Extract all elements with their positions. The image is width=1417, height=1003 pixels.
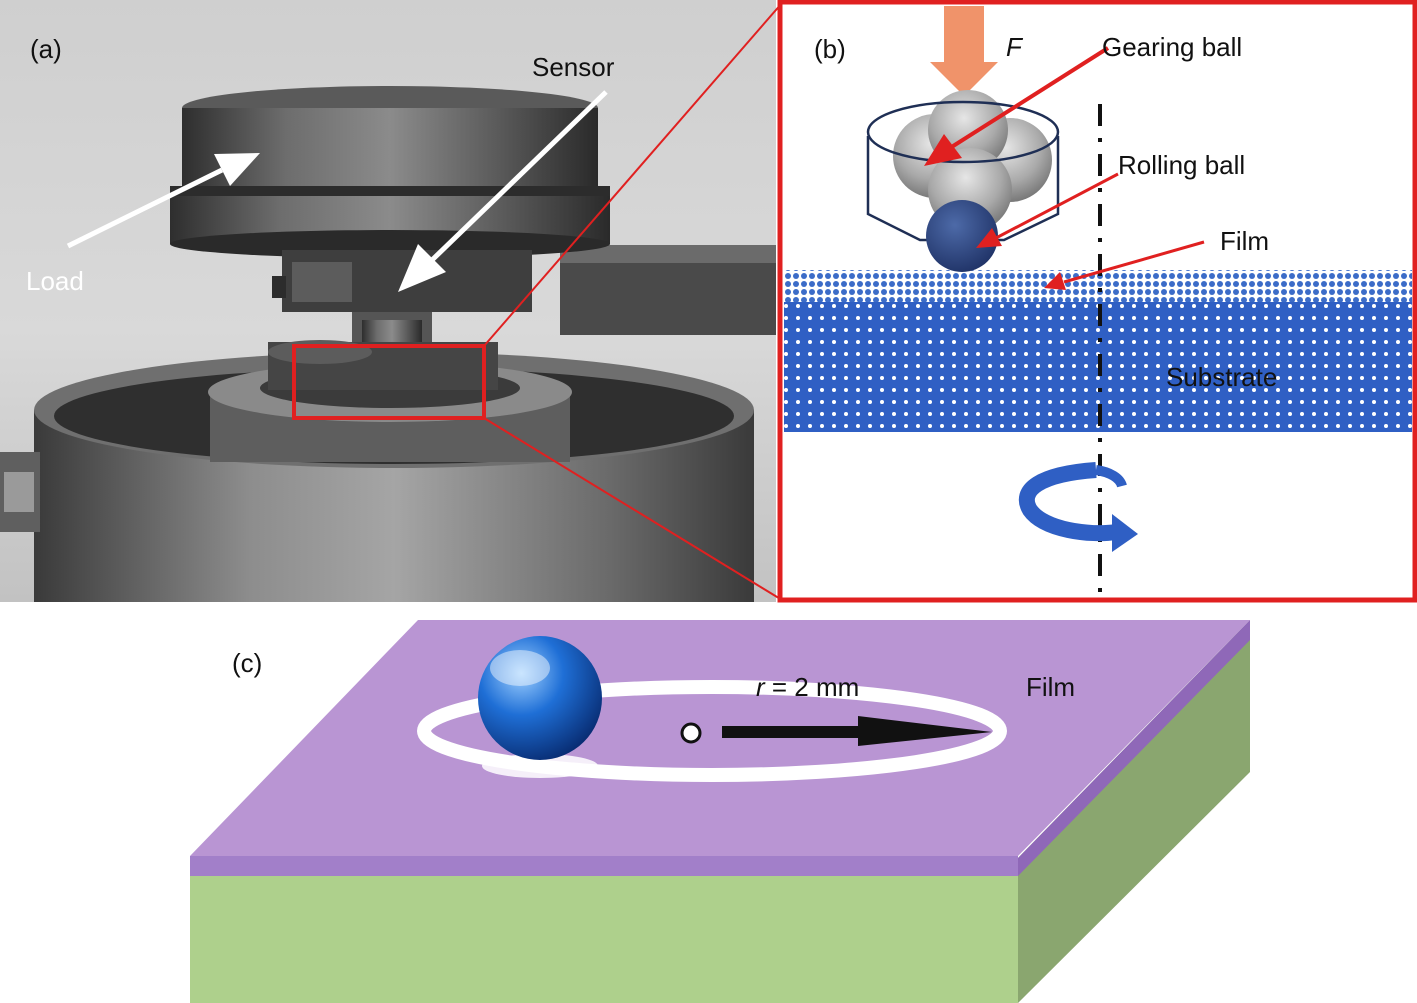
radius-symbol: r [756,672,766,702]
film-label-b: Film [1220,226,1269,256]
sensor-arrow [398,90,608,292]
rotation-arrow [1018,462,1138,552]
rolling-ball-arrow [976,172,1119,248]
substrate-label: Substrate [1166,362,1277,392]
panel-a-label: (a) [30,34,62,64]
slab-side-purple [1018,620,1250,876]
substrate-front [190,876,1018,1003]
panel-b-label: (b) [814,34,846,64]
load-arrow [66,153,260,249]
radius-arrow [722,716,992,746]
load-weight [170,86,610,258]
panel-c: (c) r = 2 mm Film [190,620,1250,1003]
rolling-ball [926,200,998,272]
film-arrow [1044,240,1205,290]
film-front [190,856,1018,876]
gearing-ball-label: Gearing ball [1102,32,1242,62]
gearing-ball-arrow [924,46,1110,166]
panel-c-label: (c) [232,648,262,678]
force-label: F [1006,32,1024,62]
load-label: Load [26,266,84,296]
panel-b: (b) F Gearing ball Rolling ball Film Sub… [777,0,1417,603]
track-center-point [680,722,702,744]
wear-track [417,680,1007,782]
force-arrow [930,6,998,96]
sensor-label: Sensor [532,52,615,82]
zoom-line-bottom [483,417,783,601]
rotating-base [0,340,754,602]
highlight-box [292,344,486,420]
radius-value: = 2 mm [765,672,860,702]
zoom-line-top [483,2,783,347]
film-label-c: Film [1026,672,1075,702]
slab-side-green [1018,620,1250,1003]
radius-label: r = 2 mm [756,672,859,702]
rolling-ball-label: Rolling ball [1118,150,1245,180]
film-top-surface [190,620,1250,856]
rolling-ball-3d [478,636,602,760]
panel-a: (a) Sensor Load [0,0,783,602]
